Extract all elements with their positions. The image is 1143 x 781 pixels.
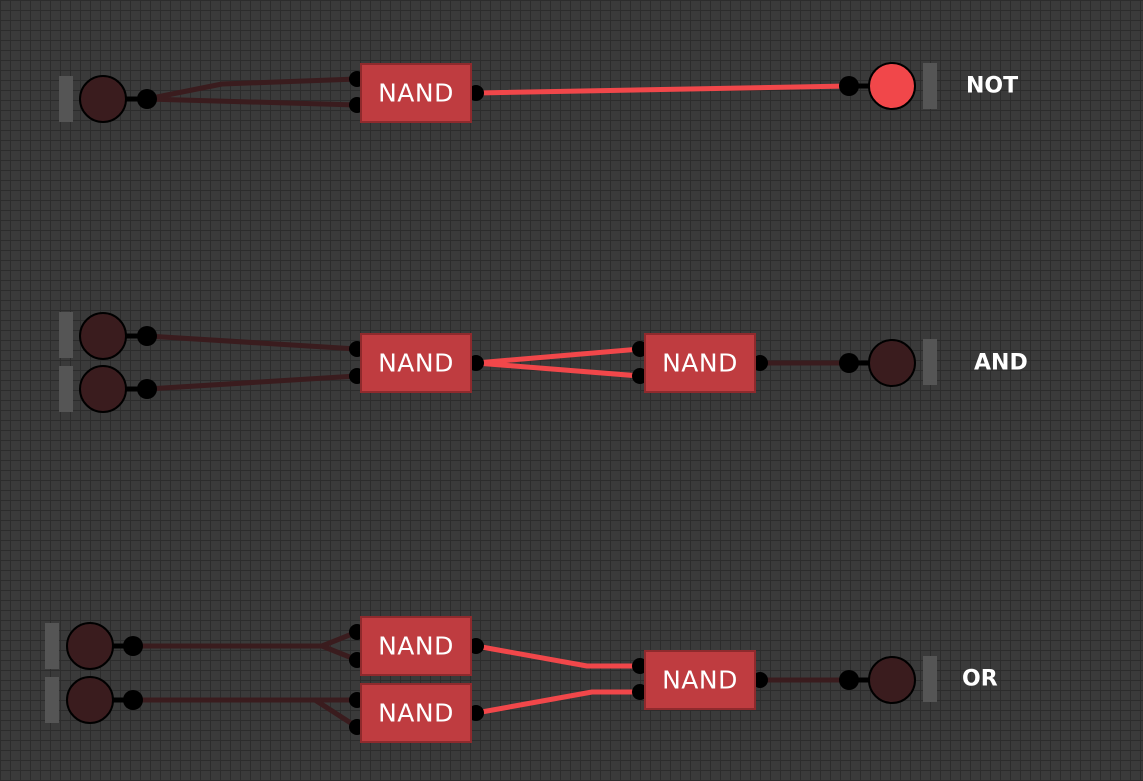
output-connector[interactable] [839, 353, 859, 373]
input-connector[interactable] [137, 379, 157, 399]
and-wire-mid-a [473, 346, 643, 366]
nand-gate[interactable]: NAND [360, 333, 472, 393]
circuit-label: AND [974, 351, 1028, 376]
input-handle[interactable] [45, 677, 59, 723]
input-connector[interactable] [137, 89, 157, 109]
input-pin[interactable] [79, 75, 127, 123]
output-handle[interactable] [923, 63, 937, 109]
nand-gate[interactable]: NAND [360, 63, 472, 123]
gate-label: NAND [378, 699, 454, 728]
output-handle[interactable] [923, 656, 937, 702]
nand-gate[interactable]: NAND [360, 616, 472, 676]
output-pin [868, 656, 916, 704]
gate-label: NAND [662, 349, 738, 378]
output-handle[interactable] [923, 339, 937, 385]
nand-gate[interactable]: NAND [644, 333, 756, 393]
gate-label: NAND [378, 349, 454, 378]
output-connector[interactable] [839, 76, 859, 96]
nand-gate[interactable]: NAND [360, 683, 472, 743]
and-circuit: NAND NAND AND [59, 312, 1028, 413]
gate-label: NAND [378, 632, 454, 661]
output-pin [868, 339, 916, 387]
input-connector[interactable] [123, 690, 143, 710]
input-pin[interactable] [66, 622, 114, 670]
or-circuit: NAND NAND NAND OR [45, 616, 998, 743]
gate-label: NAND [378, 79, 454, 108]
input-pin[interactable] [79, 365, 127, 413]
circuit-label: OR [962, 667, 998, 692]
input-handle[interactable] [59, 76, 73, 122]
or-wire-in-b2 [312, 697, 360, 730]
gate-label: NAND [662, 666, 738, 695]
not-wire-in-a [144, 76, 360, 102]
input-connector[interactable] [137, 326, 157, 346]
input-connector[interactable] [123, 636, 143, 656]
output-connector[interactable] [839, 670, 859, 690]
input-handle[interactable] [59, 312, 73, 358]
input-pin[interactable] [66, 676, 114, 724]
or-wire-mid-a [473, 643, 643, 669]
and-wire-mid-b [473, 360, 643, 379]
input-pin[interactable] [79, 312, 127, 360]
circuit-label: NOT [966, 74, 1018, 99]
output-pin [868, 62, 916, 110]
not-wire-in-b [144, 96, 360, 108]
and-wire-in-a [144, 333, 360, 352]
input-handle[interactable] [45, 623, 59, 669]
input-handle[interactable] [59, 366, 73, 412]
not-circuit: NAND NOT [59, 62, 1018, 123]
or-wire-mid-b [473, 689, 643, 716]
nand-gate[interactable]: NAND [644, 650, 756, 710]
and-wire-in-b [144, 373, 360, 392]
not-wire-out [473, 83, 852, 96]
